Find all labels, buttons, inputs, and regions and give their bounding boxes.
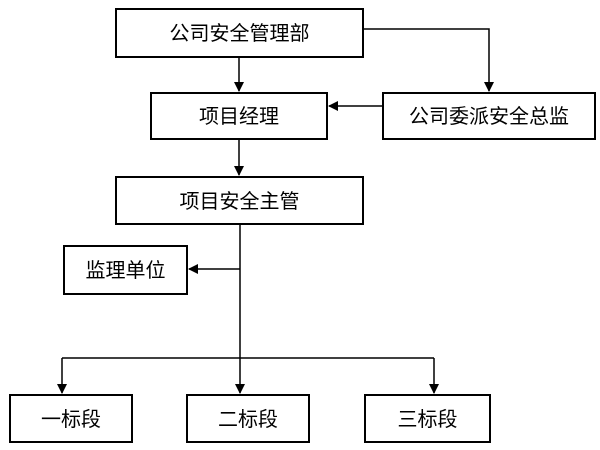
node-project-safety-supervisor-label: 项目安全主管 [179,188,300,213]
node-section-1: 一标段 [9,394,133,443]
edge-dept-to-chief [364,28,494,92]
node-section-3: 三标段 [364,394,491,443]
node-project-manager-label: 项目经理 [199,104,279,128]
node-safety-dept-label: 公司安全管理部 [169,21,310,45]
node-company-safety-director: 公司委派安全总监 [382,92,596,140]
node-company-safety-director-label: 公司委派安全总监 [409,104,569,128]
node-safety-dept: 公司安全管理部 [115,8,364,58]
node-project-safety-supervisor: 项目安全主管 [115,176,364,225]
node-section-3-label: 三标段 [397,406,458,431]
node-section-1-label: 一标段 [41,406,101,431]
node-section-2: 二标段 [186,394,310,443]
node-supervision-unit: 监理单位 [63,245,188,295]
node-project-manager: 项目经理 [150,92,328,140]
node-section-2-label: 二标段 [218,406,278,431]
node-supervision-unit-label: 监理单位 [85,258,166,282]
